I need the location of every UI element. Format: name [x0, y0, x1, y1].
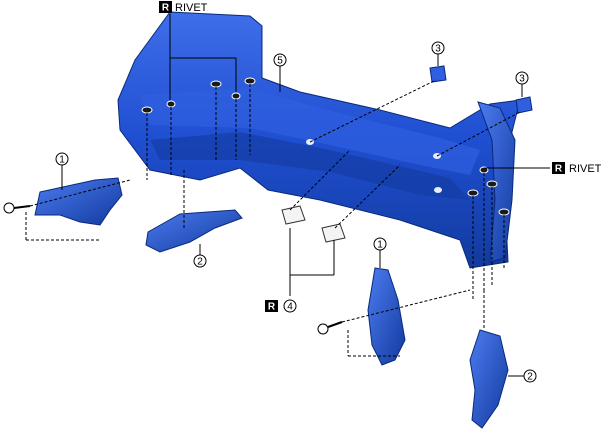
r-box	[265, 300, 278, 312]
callout-leader-lines	[61, 14, 550, 377]
svg-text:R: R	[555, 164, 563, 175]
callout-number-2-left: 2	[193, 254, 207, 268]
callout-number-5: 5	[273, 53, 287, 67]
callout-number-1-right: 1	[373, 237, 387, 251]
r-box	[552, 162, 565, 174]
svg-text:2: 2	[527, 372, 533, 383]
tape-callout-part-4: R 4	[265, 299, 297, 313]
clip-part-3-left	[429, 65, 447, 83]
left-bracket-part-1	[34, 177, 123, 226]
fastener-pins	[141, 77, 510, 216]
callout-number-1-left: 1	[55, 152, 69, 166]
screw-right	[317, 321, 343, 335]
callout-number-3-right: 3	[515, 71, 529, 85]
rivet-callout-right: R RIVET	[552, 162, 601, 175]
svg-text:4: 4	[287, 302, 293, 313]
right-splash-shield-part-2	[469, 329, 509, 429]
r-box	[159, 1, 172, 13]
tape-part-4-right	[321, 223, 346, 243]
svg-text:3: 3	[435, 44, 441, 55]
svg-text:RIVET: RIVET	[569, 163, 601, 175]
tape-part-4-left	[281, 205, 306, 225]
rivet-callout-top: R RIVET	[159, 1, 208, 14]
clip-part-3-right	[515, 96, 533, 114]
screw-left	[3, 202, 31, 214]
svg-text:3: 3	[519, 74, 525, 85]
svg-text:R: R	[162, 3, 170, 14]
callout-number-2-right: 2	[523, 369, 537, 383]
svg-text:1: 1	[59, 155, 65, 166]
left-splash-shield-part-2	[145, 209, 243, 253]
svg-text:R: R	[268, 302, 276, 313]
callout-number-3-left: 3	[431, 41, 445, 55]
assembly-dashed-lines	[25, 79, 521, 357]
svg-text:RIVET: RIVET	[175, 2, 208, 14]
rear-bumper-part-5	[117, 11, 521, 269]
svg-text:2: 2	[197, 257, 203, 268]
svg-text:1: 1	[377, 240, 383, 251]
svg-text:5: 5	[277, 56, 283, 67]
right-bracket-part-1	[367, 267, 406, 366]
